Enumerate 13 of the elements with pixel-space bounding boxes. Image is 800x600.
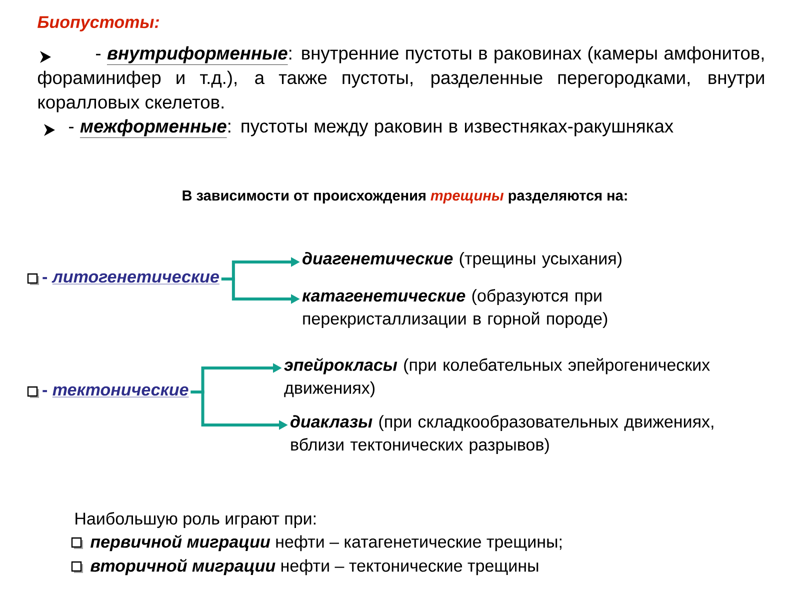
paragraph: Наибольшую роль играют при:	[76, 512, 316, 528]
crack-type-text: диаклазы (при складкообразовательных движениях, вблизи тектонических разрывов)	[290, 415, 714, 454]
list-item: первичной миграции нефти – катагенетические трещины;	[90, 534, 562, 552]
paragraph: - внутриформенные: внутренние пустоты в раковинах (камеры амфонитов, фораминифер и т.д.), а также пустоты, разделенные перегородками, внутри коралловых скелетов.	[38, 46, 764, 112]
crack-type-text: диагенетические (трещины усыхания)	[302, 252, 622, 268]
crack-type-text: эпейрокласы (при колебательных эпейрогенических движениях)	[284, 358, 710, 398]
list-item: вторичной миграции нефти – тектонические трещины	[90, 558, 538, 576]
paragraph: - межформенные: пустоты между раковин в известняках-ракушняках	[69, 119, 674, 138]
section-heading: В зависимости от происхождения трещины разделяются на:	[182, 190, 627, 204]
crack-type-text: катагенетические (образуются при перекристаллизации в горной породе)	[302, 289, 608, 328]
category-label: - литогенетические	[42, 273, 220, 284]
category-label: - тектонические	[42, 386, 189, 398]
heading: Биопустоты:	[38, 16, 159, 32]
